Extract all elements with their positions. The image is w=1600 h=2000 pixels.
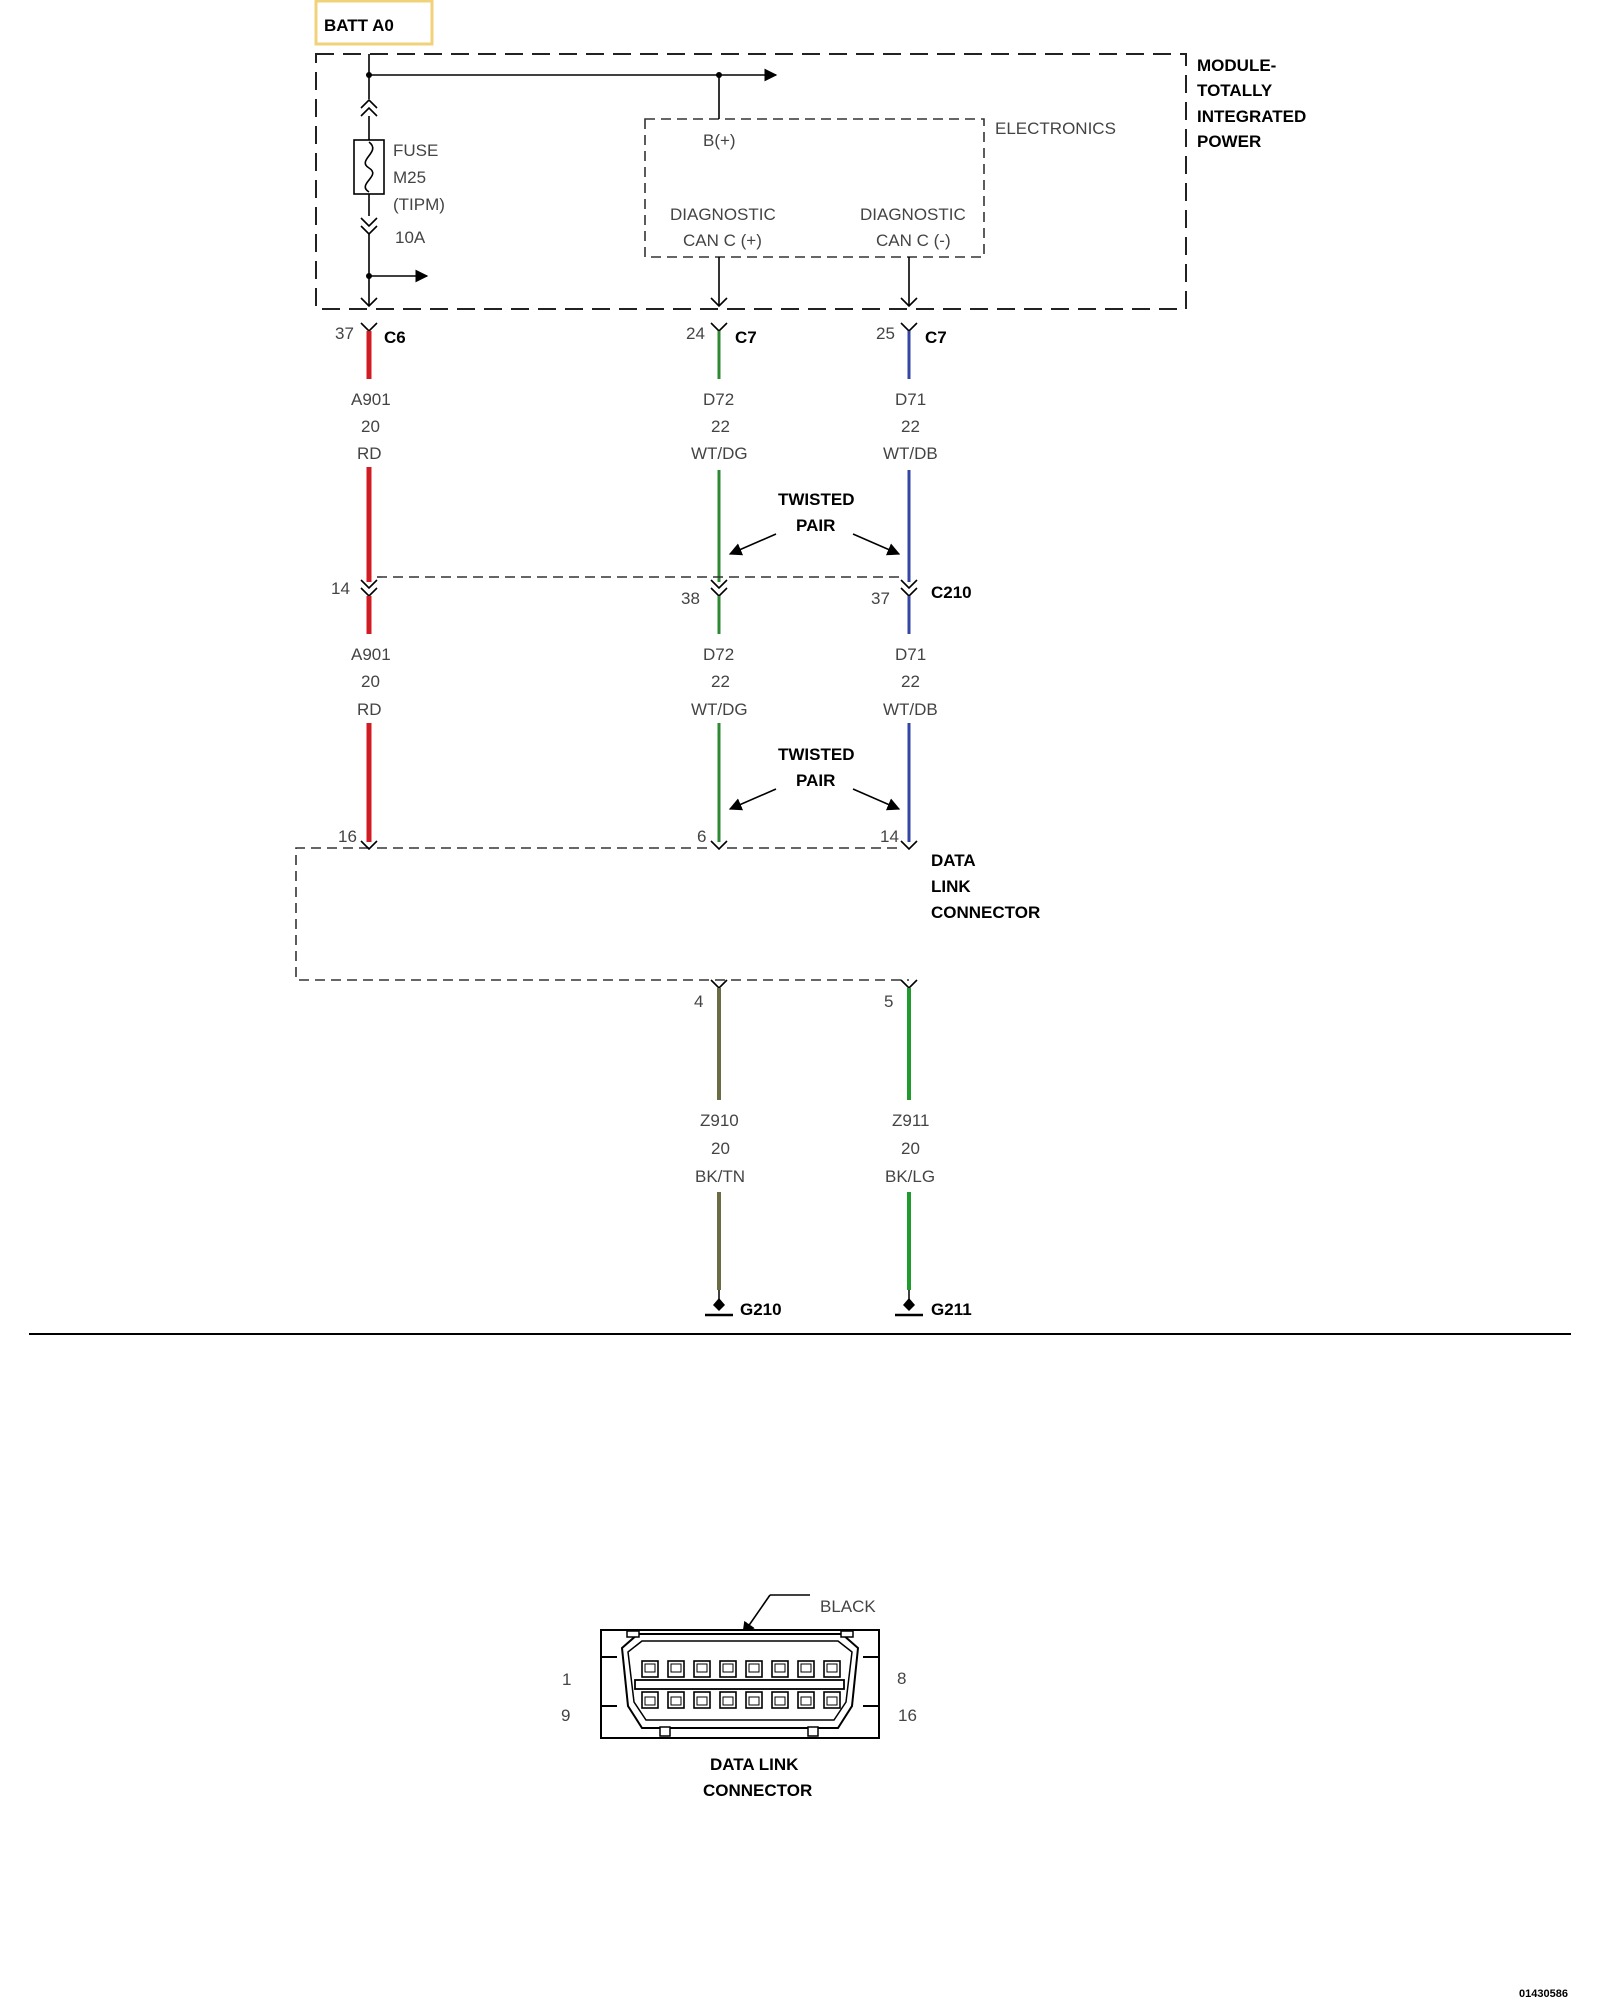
diag-can-pos-label-1: DIAGNOSTIC <box>670 205 776 224</box>
pin-25-c7: 25 <box>876 324 895 343</box>
wire-a901-upper-color: RD <box>357 444 382 463</box>
pin-38-c210: 38 <box>681 589 700 608</box>
pin-16-dlc: 16 <box>338 827 357 846</box>
bplus-label: B(+) <box>703 131 736 150</box>
wire-d71-lower-gauge: 22 <box>901 672 920 691</box>
upper-wire-segments <box>366 331 911 582</box>
module-label-line-4: POWER <box>1197 132 1261 151</box>
dlc-pin-1-label: 1 <box>562 1670 571 1689</box>
wire-d71-lower-circuit: D71 <box>895 645 926 664</box>
dlc-pin-row-bottom <box>641 1691 841 1709</box>
wire-d71-upper-circuit: D71 <box>895 390 926 409</box>
connector-c210-label: C210 <box>931 583 972 602</box>
wire-a901-lower-gauge: 20 <box>361 672 380 691</box>
dlc-label-line-2: LINK <box>931 877 971 896</box>
tipm-module-boundary <box>315 53 1187 310</box>
ground-g211-label: G211 <box>931 1300 972 1319</box>
wire-a901-lower-circuit: A901 <box>351 645 391 664</box>
twisted-pair-upper-line-1: TWISTED <box>778 490 855 509</box>
diag-can-pos-label-2: CAN C (+) <box>683 231 762 250</box>
fuse-label: FUSE M25 (TIPM) 10A <box>393 141 445 247</box>
wire-z911-circuit: Z911 <box>892 1111 930 1130</box>
ground-wire-labels: Z910 20 BK/TN Z911 20 BK/LG <box>695 1111 935 1186</box>
wire-z910-circuit: Z910 <box>700 1111 739 1130</box>
connector-c6-label: C6 <box>384 328 406 347</box>
wire-a901-upper-gauge: 20 <box>361 417 380 436</box>
footer-code: 01430586 <box>1519 1988 1568 2000</box>
fuse-label-line-2: M25 <box>393 168 426 187</box>
pin-5-dlc: 5 <box>884 992 893 1011</box>
dlc-label-line-1: DATA <box>931 851 976 870</box>
twisted-pair-lower-line-1: TWISTED <box>778 745 855 764</box>
ground-g211: G211 <box>895 1290 972 1319</box>
wire-z911-gauge: 20 <box>901 1139 920 1158</box>
wire-d72-upper-gauge: 22 <box>711 417 730 436</box>
module-label-line-2: TOTALLY <box>1197 81 1273 100</box>
fuse-label-line-3: (TIPM) <box>393 195 445 214</box>
dlc-pin-8-label: 8 <box>897 1669 906 1688</box>
wire-d71-upper-gauge: 22 <box>901 417 920 436</box>
wire-z910-color: BK/TN <box>695 1167 745 1186</box>
wire-d72-lower-circuit: D72 <box>703 645 734 664</box>
wire-d72-upper-circuit: D72 <box>703 390 734 409</box>
dlc-label-line-3: CONNECTOR <box>931 903 1040 922</box>
pin-6-dlc: 6 <box>697 827 706 846</box>
wire-d71-upper-color: WT/DB <box>883 444 938 463</box>
wire-labels-upper: A901 20 RD D72 22 WT/DG D71 22 WT/DB <box>351 390 938 463</box>
batt-label: BATT A0 <box>324 16 394 35</box>
pin-24-c7: 24 <box>686 324 705 343</box>
ground-g210: G210 <box>705 1290 782 1319</box>
pin-14-dlc: 14 <box>880 827 899 846</box>
wire-labels-lower: A901 20 RD D72 22 WT/DG D71 22 WT/DB <box>351 645 938 719</box>
diag-can-neg-label-2: CAN C (-) <box>876 231 951 250</box>
module-label: MODULE- TOTALLY INTEGRATED POWER <box>1197 56 1306 151</box>
pin-37-c210: 37 <box>871 589 890 608</box>
module-label-line-1: MODULE- <box>1197 56 1276 75</box>
twisted-pair-lower: TWISTED PAIR <box>728 745 901 811</box>
data-link-connector-schematic: 16 6 14 DATA LINK CONNECTOR 4 5 <box>295 827 1040 1011</box>
pin-37-c6: 37 <box>335 324 354 343</box>
module-output-connectors: 37 C6 24 C7 25 C7 <box>335 322 947 347</box>
wire-d72-lower-gauge: 22 <box>711 672 730 691</box>
dlc-pin-row-top <box>641 1660 841 1678</box>
connector-c7-label-1: C7 <box>735 328 757 347</box>
twisted-pair-upper: TWISTED PAIR <box>728 490 901 556</box>
fuse-label-line-1: FUSE <box>393 141 438 160</box>
wire-d72-lower-color: WT/DG <box>691 700 748 719</box>
connector-c7-label-2: C7 <box>925 328 947 347</box>
middle-wire-segments <box>366 596 911 842</box>
wire-d72-upper-color: WT/DG <box>691 444 748 463</box>
dlc-pin-9-label: 9 <box>561 1706 570 1725</box>
wire-z910-gauge: 20 <box>711 1139 730 1158</box>
power-bus <box>353 54 918 308</box>
pin-14-c210: 14 <box>331 579 350 598</box>
wire-a901-upper-circuit: A901 <box>351 390 391 409</box>
dlc-caption-line-2: CONNECTOR <box>703 1781 812 1800</box>
ground-wire-segments <box>717 988 911 1290</box>
module-label-line-3: INTEGRATED <box>1197 107 1306 126</box>
batt-label-box: BATT A0 <box>314 0 434 46</box>
fuse-symbol <box>353 139 385 195</box>
black-label: BLACK <box>820 1597 876 1616</box>
dlc-caption-line-1: DATA LINK <box>710 1755 799 1774</box>
twisted-pair-lower-line-2: PAIR <box>796 771 835 790</box>
electronics-label: ELECTRONICS <box>995 119 1116 138</box>
dlc-connector-face: BLACK <box>561 1594 917 1800</box>
diag-can-neg-label-1: DIAGNOSTIC <box>860 205 966 224</box>
electronics-boundary <box>644 118 985 258</box>
fuse-label-line-4: 10A <box>395 228 426 247</box>
wire-a901-lower-color: RD <box>357 700 382 719</box>
pin-4-dlc: 4 <box>694 992 703 1011</box>
dlc-pin-16-label: 16 <box>898 1706 917 1725</box>
wire-d71-lower-color: WT/DB <box>883 700 938 719</box>
ground-g210-label: G210 <box>740 1300 782 1319</box>
twisted-pair-upper-line-2: PAIR <box>796 516 835 535</box>
inline-connector-c210: 14 38 37 C210 <box>331 576 972 608</box>
wire-z911-color: BK/LG <box>885 1167 935 1186</box>
